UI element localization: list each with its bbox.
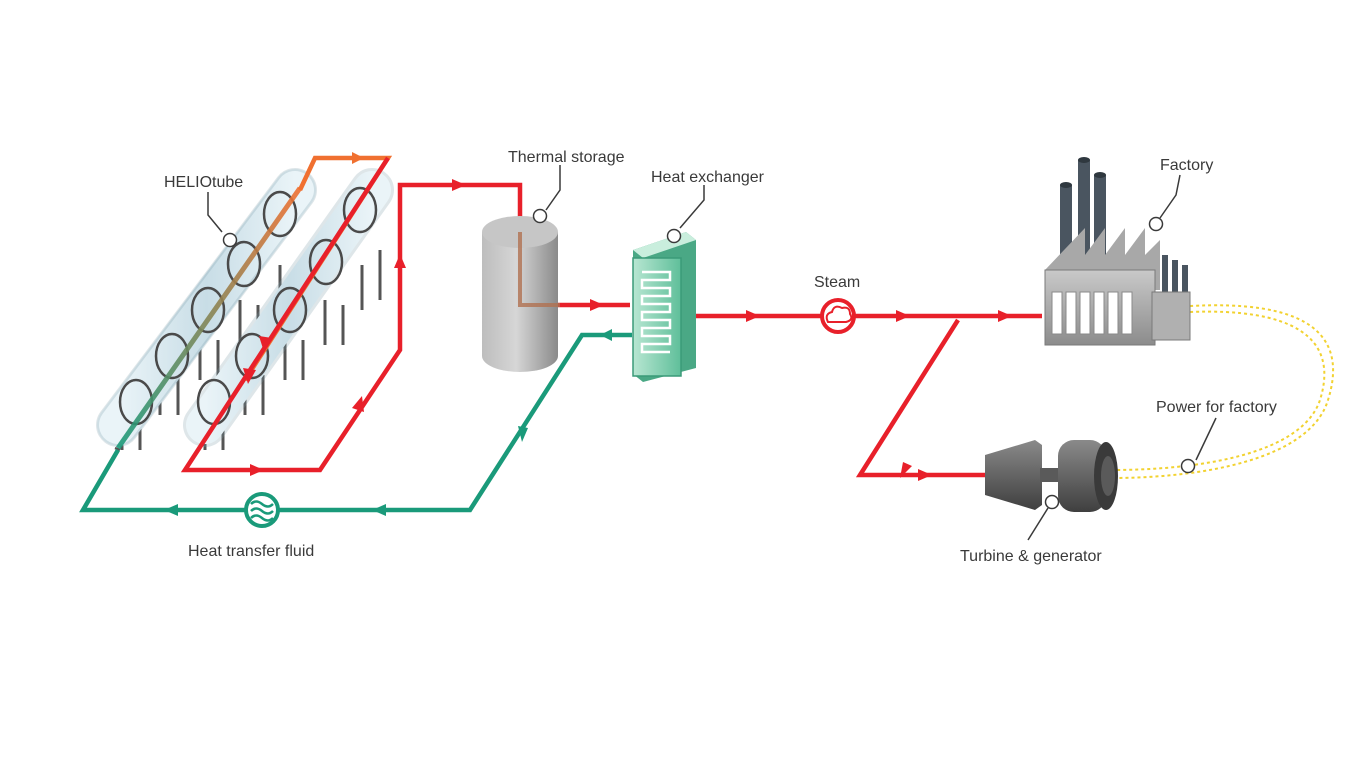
cold-pipe-return [79, 332, 632, 513]
thermal-storage-label: Thermal storage [508, 149, 625, 166]
steam-pipe-arrows [746, 310, 1012, 481]
heliotube-row-front [96, 168, 317, 452]
hot-pipe-arrows [243, 179, 604, 476]
callout-thermal-storage [532, 165, 561, 224]
cold-pipe-arrows [164, 329, 612, 516]
factory-label: Factory [1160, 157, 1213, 174]
steam-label: Steam [814, 274, 860, 291]
hot-pipe-collector-out [180, 156, 630, 473]
steam-pipe-turbine-branch [855, 318, 985, 478]
power-line [1111, 304, 1334, 479]
callout-power-for-factory [1180, 417, 1217, 474]
turbine-generator-label: Turbine & generator [960, 548, 1102, 565]
callout-heat-exchanger [666, 185, 705, 244]
heat-exchanger-unit [632, 232, 696, 382]
heat-transfer-pump-icon [244, 492, 280, 528]
heliotube-label: HELIOtube [164, 174, 243, 191]
storage-inner-pipe [518, 232, 560, 307]
heat-transfer-fluid-label: Heat transfer fluid [188, 543, 314, 560]
callout-turbine-generator [1027, 494, 1060, 541]
turbine-generator [985, 440, 1118, 512]
steam-icon [820, 298, 856, 334]
heat-exchanger-label: Heat exchanger [651, 169, 765, 186]
power-for-factory-label: Power for factory [1156, 399, 1277, 416]
warm-pipe-arrow [352, 152, 364, 164]
factory-building [1044, 157, 1191, 346]
callout-factory [1148, 174, 1181, 232]
callout-heliotube [207, 192, 238, 248]
